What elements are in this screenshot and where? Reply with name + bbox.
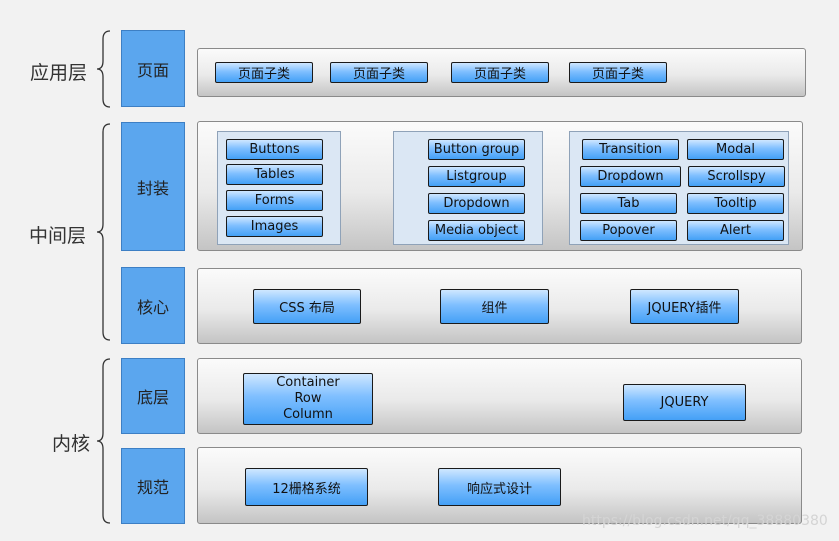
tooltip-plugin[interactable]: Tooltip <box>687 193 784 214</box>
row-label-page: 页面 <box>121 30 185 107</box>
popover-plugin[interactable]: Popover <box>580 220 677 241</box>
row-label-base-text: 底层 <box>136 388 169 407</box>
row-label-spec-text: 规范 <box>136 478 169 497</box>
group-label-kernel: 内核 <box>52 433 91 455</box>
page-subclass-button-3[interactable]: 页面子类 <box>451 62 549 83</box>
modal-plugin[interactable]: Modal <box>687 139 784 160</box>
dropdown-plugin[interactable]: Dropdown <box>580 166 681 187</box>
row-label-wrap-text: 封装 <box>136 178 169 198</box>
buttons-component[interactable]: Buttons <box>226 139 323 160</box>
brace-middle <box>96 123 111 341</box>
images-component[interactable]: Images <box>226 216 323 237</box>
container-line: Container <box>276 375 340 390</box>
brace-kernel <box>96 358 111 524</box>
css-layout-button[interactable]: CSS 布局 <box>253 289 361 324</box>
row-line: Row <box>294 391 322 406</box>
forms-component[interactable]: Forms <box>226 190 323 211</box>
column-line: Column <box>283 407 333 422</box>
dropdown-component[interactable]: Dropdown <box>428 193 525 214</box>
row-label-core: 核心 <box>121 267 185 344</box>
components-button[interactable]: 组件 <box>440 289 549 324</box>
row-label-spec: 规范 <box>121 448 185 524</box>
page-subclass-button-2[interactable]: 页面子类 <box>330 62 428 83</box>
page-subclass-button-1[interactable]: 页面子类 <box>215 62 313 83</box>
tables-component[interactable]: Tables <box>226 164 323 185</box>
scrollspy-plugin[interactable]: Scrollspy <box>688 166 785 187</box>
alert-plugin[interactable]: Alert <box>687 220 784 241</box>
media-object-component[interactable]: Media object <box>428 220 525 241</box>
brace-application <box>96 30 111 108</box>
page-subclass-button-4[interactable]: 页面子类 <box>569 62 667 83</box>
jquery-base-button[interactable]: JQUERY <box>623 384 746 421</box>
container-row-column-button[interactable]: Container Row Column <box>243 373 373 425</box>
row-label-wrap: 封装 <box>121 122 185 251</box>
button-group-component[interactable]: Button group <box>428 139 525 160</box>
watermark-text: https://blog.csdn.net/qq_38880380 <box>582 513 828 529</box>
tab-plugin[interactable]: Tab <box>580 193 677 214</box>
listgroup-component[interactable]: Listgroup <box>428 166 525 187</box>
transition-plugin[interactable]: Transition <box>582 139 679 160</box>
row-label-page-text: 页面 <box>136 60 169 80</box>
group-label-application: 应用层 <box>30 62 88 84</box>
group-label-middle: 中间层 <box>29 225 87 247</box>
jquery-plugins-button[interactable]: JQUERY插件 <box>630 289 739 324</box>
grid-system-button[interactable]: 12栅格系统 <box>245 468 368 506</box>
row-label-core-text: 核心 <box>136 297 169 317</box>
responsive-design-button[interactable]: 响应式设计 <box>438 468 561 506</box>
row-label-base: 底层 <box>121 358 185 434</box>
